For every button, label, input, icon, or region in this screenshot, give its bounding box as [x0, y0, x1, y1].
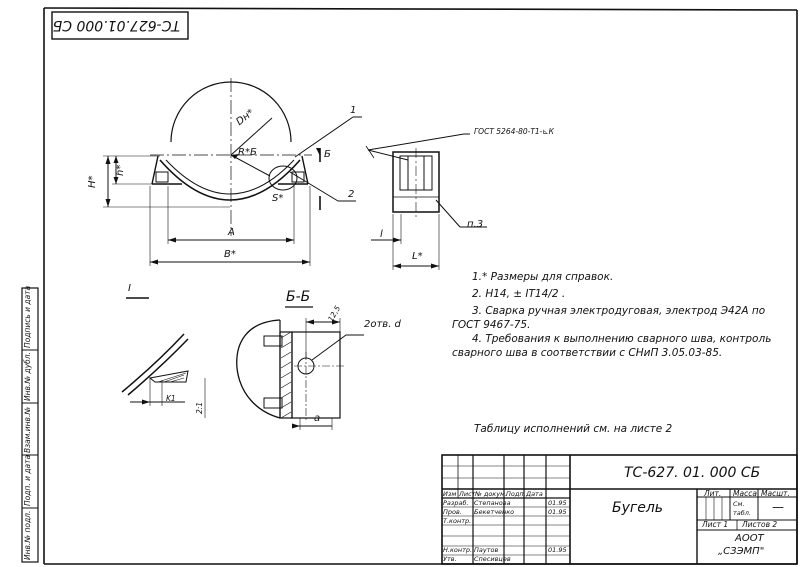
title-designation: ТС-627. 01. 000 СБ — [624, 465, 761, 481]
inverted-designation: ТС-627.01.000 СБ — [52, 17, 180, 33]
weld-symbol: ГОСТ 5264-80-Т1-⊾К — [474, 127, 554, 136]
callout-1: 1 — [350, 105, 357, 116]
mass-value: См. табл. — [733, 500, 751, 517]
strip-label-inv-podl: Инв.№ подл. — [23, 510, 32, 560]
scale-label: Масшт. — [761, 489, 790, 498]
side-view — [365, 133, 487, 270]
note-1: 1.* Размеры для справок. — [472, 271, 614, 283]
hdr-list: Лист — [459, 490, 476, 498]
dim-scale: 2:1 — [195, 401, 204, 414]
dim-r: R*Б — [238, 147, 257, 158]
mass-label: Масса — [733, 489, 757, 498]
dim-l: l — [380, 229, 383, 240]
title-block-lines — [441, 454, 798, 565]
strip-label-podpis: Подпись и дата — [23, 285, 32, 348]
note-3-cont: ГОСТ 9467-75. — [452, 319, 531, 331]
dim-s: S* — [272, 193, 284, 204]
title-name: Бугель — [612, 500, 664, 516]
section-view — [236, 306, 364, 430]
row-person: Степанова — [474, 499, 511, 507]
sheet-count: Листов 2 — [742, 520, 778, 529]
hdr-izm: Изм — [443, 490, 457, 498]
note-4: 4. Требования к выполнению сварного шва,… — [472, 333, 772, 345]
binding-strip — [21, 287, 39, 563]
table-note: Таблицу исполнений см. на листе 2 — [474, 423, 673, 435]
view-mark: I — [128, 283, 131, 294]
dim-L: L* — [412, 251, 423, 262]
lit-label: Лит. — [704, 489, 722, 498]
main-view — [103, 78, 362, 266]
row-role: Т.контр. — [443, 517, 472, 525]
hdr-podp: Подп. — [506, 490, 526, 498]
scale-value: — — [772, 500, 784, 514]
row-date: 01.95 — [548, 508, 567, 516]
row-date: 01.95 — [548, 546, 567, 554]
frame-top — [43, 7, 798, 11]
row-role: Утв. — [443, 555, 457, 563]
dim-a-small: a — [314, 413, 321, 424]
row-date: 01.95 — [548, 499, 567, 507]
note-3: 3. Сварка ручная электродуговая, электро… — [472, 305, 766, 317]
row-person: Паутов — [474, 546, 499, 554]
inverted-designation-box — [51, 11, 189, 40]
row-role: Н.контр. — [443, 546, 473, 554]
sheet-number: Лист 1 — [702, 520, 729, 529]
hdr-doc: № докум. — [475, 490, 508, 498]
section-mark: Б — [324, 149, 331, 160]
strip-label-dubl: Инв.№ дубл. — [23, 352, 32, 401]
detail-view — [121, 297, 206, 418]
section-title: Б-Б — [286, 289, 311, 305]
strip-label-vzam: Взам.инв.№ — [23, 406, 32, 453]
callout-p3: п.3 — [467, 219, 484, 230]
dim-b: B* — [224, 249, 236, 260]
callout-2: 2 — [348, 189, 355, 200]
note-2: 2. H14, ± IT14/2 . — [472, 288, 566, 300]
holes-note: 2отв. d — [364, 319, 401, 330]
row-person: Бекетченко — [474, 508, 515, 516]
strip-label-podp-data: Подп. и дата — [23, 454, 32, 506]
note-4-cont: сварного шва в соответствии с СНиП 3.05.… — [452, 347, 723, 359]
org-line-1: АООТ — [735, 533, 764, 544]
org-line-2: „СЗЭМП" — [718, 546, 765, 557]
row-person: Спесивцев — [474, 555, 511, 563]
row-role: Разраб. — [443, 499, 469, 507]
dim-k1: K1 — [166, 394, 176, 403]
dim-a: A — [228, 227, 235, 238]
dim-h: H* — [87, 175, 98, 188]
hdr-date: Дата — [526, 490, 543, 498]
row-role: Пров. — [443, 508, 462, 516]
dim-h-small: h* — [115, 164, 126, 176]
